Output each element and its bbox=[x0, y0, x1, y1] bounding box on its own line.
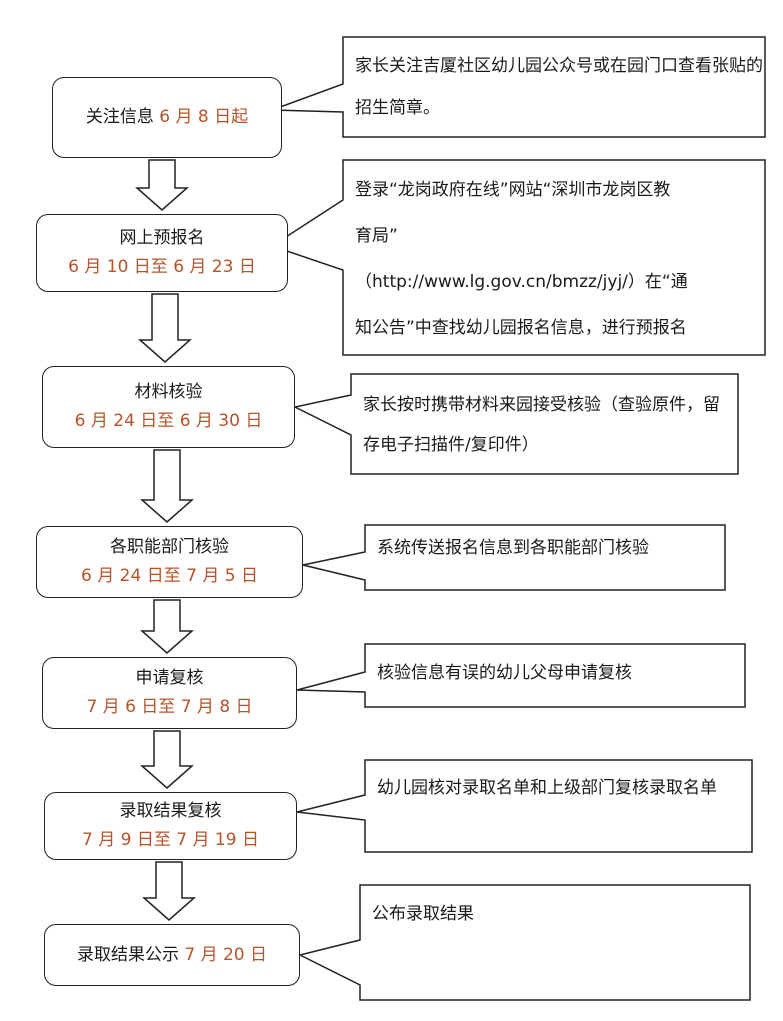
note-4: 系统传送报名信息到各职能部门核验 bbox=[377, 538, 649, 558]
note-2-line-2: 育局” bbox=[355, 226, 398, 246]
down-arrow-6 bbox=[142, 861, 196, 921]
down-arrow-3 bbox=[140, 449, 194, 523]
step-3-box: 材料核验 6 月 24 日至 6 月 30 日 bbox=[42, 366, 295, 448]
callout-6 bbox=[296, 759, 753, 853]
step-3-date: 6 月 24 日至 6 月 30 日 bbox=[74, 411, 263, 431]
callout-7 bbox=[297, 884, 751, 1001]
note-3: 家长按时携带材料来园接受核验（查验原件，留存电子扫描件/复印件） bbox=[363, 395, 720, 455]
step-7-box: 录取结果公示 7 月 20 日 bbox=[44, 924, 300, 986]
step-4-title: 各职能部门核验 bbox=[110, 537, 229, 557]
step-6-title: 录取结果复核 bbox=[119, 801, 222, 821]
step-6-date: 7 月 9 日至 7 月 19 日 bbox=[82, 830, 259, 850]
step-5-title: 申请复核 bbox=[135, 668, 204, 688]
step-5-date: 7 月 6 日至 7 月 8 日 bbox=[86, 697, 253, 717]
step-1-box: 关注信息 6 月 8 日起 bbox=[52, 77, 282, 158]
step-4-box: 各职能部门核验 6 月 24 日至 7 月 5 日 bbox=[36, 526, 303, 598]
step-2-title: 网上预报名 bbox=[119, 228, 205, 248]
callout-4 bbox=[302, 524, 726, 591]
callout-1 bbox=[271, 36, 766, 138]
down-arrow-1 bbox=[135, 159, 189, 211]
callout-2 bbox=[270, 159, 766, 356]
down-arrow-5 bbox=[140, 730, 194, 789]
note-2-line-4: 知公告”中查找幼儿园报名信息，进行预报名 bbox=[355, 318, 687, 338]
step-7-title: 录取结果公示 bbox=[76, 944, 179, 965]
note-2: 登录“龙岗政府在线”网站“深圳市龙岗区教 育局” （http://www.lg.… bbox=[343, 167, 765, 351]
step-5-box: 申请复核 7 月 6 日至 7 月 8 日 bbox=[42, 657, 297, 729]
callout-3 bbox=[292, 373, 739, 475]
note-2-line-1: 登录“龙岗政府在线”网站“深圳市龙岗区教 bbox=[355, 180, 671, 200]
note-5: 核验信息有误的幼儿父母申请复核 bbox=[377, 663, 632, 683]
step-3-title: 材料核验 bbox=[134, 382, 203, 402]
down-arrow-2 bbox=[138, 293, 192, 363]
step-2-box: 网上预报名 6 月 10 日至 6 月 23 日 bbox=[36, 214, 288, 292]
callout-5 bbox=[296, 643, 746, 708]
note-1: 家长关注吉厦社区幼儿园公众号或在园门口查看张贴的招生简章。 bbox=[355, 56, 763, 118]
step-2-date: 6 月 10 日至 6 月 23 日 bbox=[68, 257, 256, 277]
step-1-title: 关注信息 bbox=[85, 107, 154, 127]
step-4-date: 6 月 24 日至 7 月 5 日 bbox=[81, 566, 258, 586]
note-7: 公布录取结果 bbox=[372, 904, 474, 924]
note-6: 幼儿园核对录取名单和上级部门复核录取名单 bbox=[377, 778, 717, 798]
down-arrow-4 bbox=[140, 599, 194, 654]
step-1-date: 6 月 8 日起 bbox=[159, 107, 249, 127]
step-6-box: 录取结果复核 7 月 9 日至 7 月 19 日 bbox=[44, 792, 297, 860]
step-7-date: 7 月 20 日 bbox=[184, 944, 268, 965]
note-2-line-3: （http://www.lg.gov.cn/bmzz/jyj/）在“通 bbox=[355, 272, 688, 292]
